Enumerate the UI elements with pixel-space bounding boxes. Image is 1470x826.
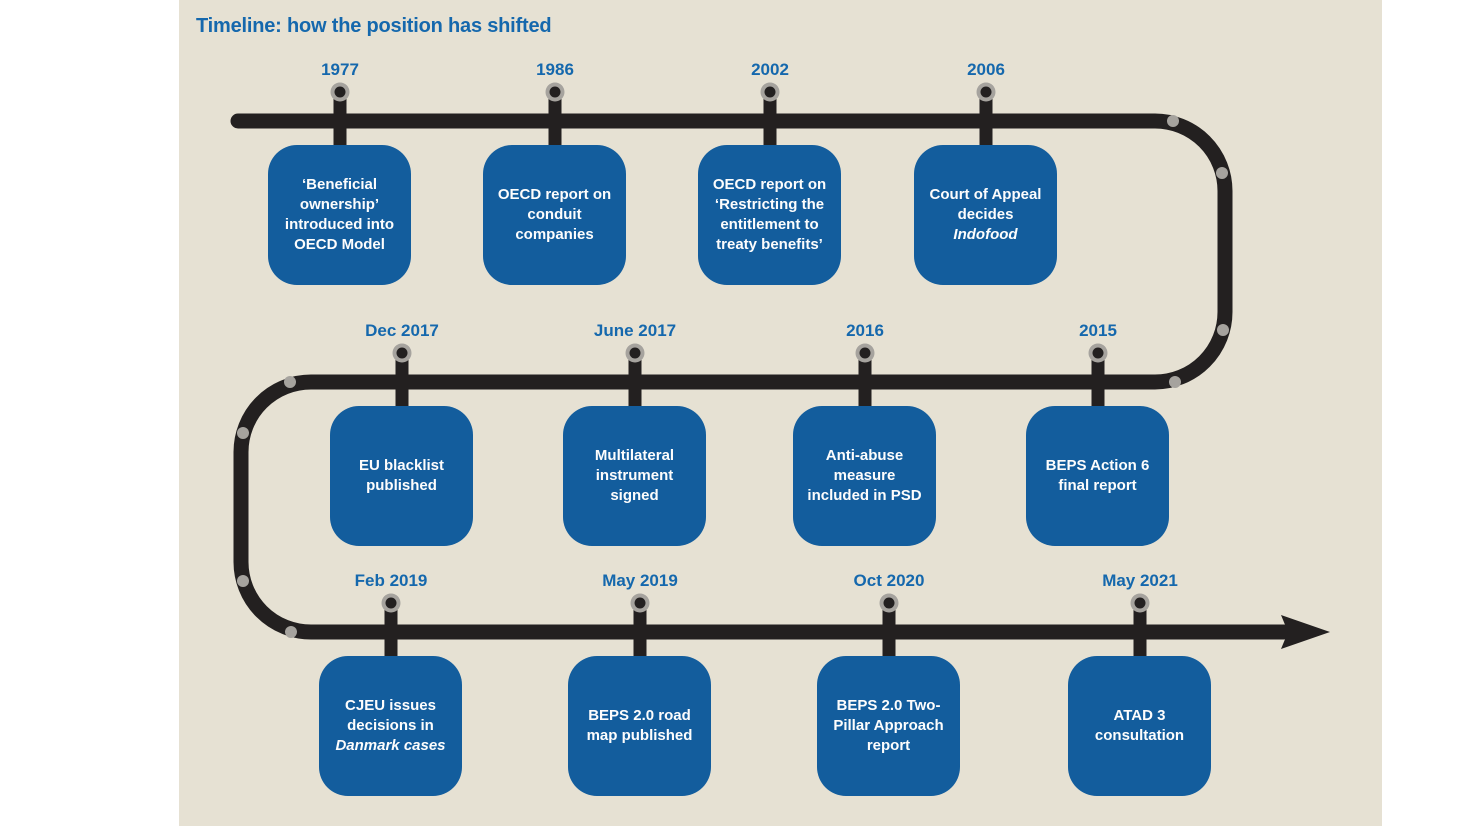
event-card: OECD report on conduit companies [483, 145, 626, 285]
event-date: 2002 [751, 60, 789, 79]
event-date: 2015 [1079, 321, 1117, 340]
event-card-line: decides [957, 206, 1014, 223]
event-date: May 2019 [602, 571, 678, 590]
event-card: ATAD 3 consultation [1068, 656, 1211, 796]
event-date: 1986 [536, 60, 574, 79]
event-date: Oct 2020 [853, 571, 925, 590]
event-card-line: decisions in [347, 717, 434, 734]
event-card-line: Multilateral [594, 447, 675, 464]
event-card-line: OECD report on [712, 176, 827, 193]
event-card-line: Anti-abuse [825, 447, 904, 464]
event-card-line: measure [833, 467, 896, 484]
event-date: May 2021 [1102, 571, 1178, 590]
event-card-line: entitlement to [720, 216, 819, 233]
event-card-line: Indofood [953, 226, 1018, 243]
event-card-line: included in PSD [807, 487, 922, 504]
event-card: ‘Beneficial ownership’ introduced into O… [268, 145, 411, 285]
event-card-line: ownership’ [299, 196, 380, 213]
event-card-line: treaty benefits’ [716, 236, 823, 253]
event-card-line: final report [1058, 477, 1137, 494]
event-card: Anti-abuse measure included in PSD [793, 406, 936, 546]
event-card-line: ‘Beneficial [301, 176, 378, 193]
event-date: Feb 2019 [354, 571, 428, 590]
event-card-line: OECD report on [497, 186, 612, 203]
event-date: 1977 [321, 60, 359, 79]
event-card: OECD report on ‘Restricting the entitlem… [698, 145, 841, 285]
event-card-line: CJEU issues [345, 697, 436, 714]
event-card-line: BEPS 2.0 road [588, 707, 691, 724]
event-card-line: Pillar Approach [833, 717, 944, 734]
event-card: EU blacklist published [330, 406, 473, 546]
event-card-line: BEPS 2.0 Two- [836, 697, 941, 714]
event-card-line: conduit [527, 206, 582, 223]
event-date: Dec 2017 [365, 321, 439, 340]
event-card-line: instrument [595, 467, 674, 484]
event-card-line: consultation [1094, 727, 1185, 744]
event-card-line: signed [610, 487, 659, 504]
event-card-line: Court of Appeal [929, 186, 1042, 203]
event-card: Court of Appeal decides Indofood [914, 145, 1057, 285]
event-card-line: ‘Restricting the [714, 196, 825, 213]
event-card-line: Danmark cases [335, 737, 446, 754]
event-date: 2016 [846, 321, 884, 340]
event-card: Multilateral instrument signed [563, 406, 706, 546]
event-card-line: BEPS Action 6 [1045, 457, 1150, 474]
event-card-line: OECD Model [294, 236, 385, 253]
page-title: Timeline: how the position has shifted [196, 15, 552, 37]
event-card-line: EU blacklist [358, 457, 445, 474]
event-card-line: ATAD 3 [1113, 707, 1166, 724]
event-card: BEPS Action 6 final report [1026, 406, 1169, 546]
event-date: 2006 [967, 60, 1005, 79]
event-card-line: report [866, 737, 911, 754]
event-card-line: map published [586, 727, 693, 744]
event-card-line: published [366, 477, 437, 494]
event-card: CJEU issues decisions in Danmark cases [319, 656, 462, 796]
event-card: BEPS 2.0 road map published [568, 656, 711, 796]
event-date: June 2017 [593, 321, 677, 340]
event-card-line: companies [515, 226, 594, 243]
event-card-line: introduced into [284, 216, 395, 233]
event-card: BEPS 2.0 Two- Pillar Approach report [817, 656, 960, 796]
